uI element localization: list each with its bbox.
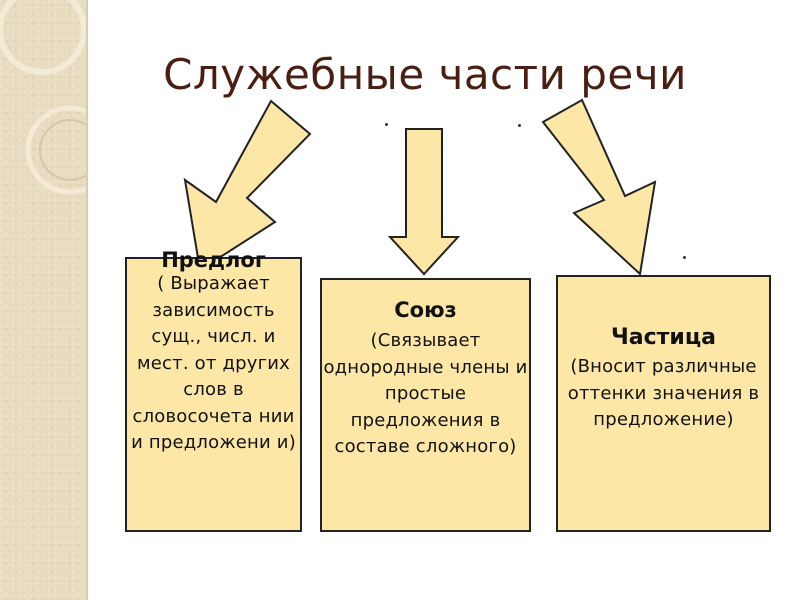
decorative-sidebar (0, 0, 88, 600)
box-description: ( Выражает зависимость сущ., числ. и мес… (131, 273, 296, 453)
box-heading: Частица (611, 325, 716, 350)
box-heading: Предлог (161, 248, 266, 272)
box-heading: Союз (394, 298, 457, 322)
box-description: (Вносит различные оттенки значения в пре… (567, 356, 760, 430)
box-particle: Частица (Вносит различные оттенки значен… (556, 275, 771, 532)
box-conjunction: Союз (Связывает однородные члены и прост… (320, 278, 531, 532)
arrow-right (541, 98, 657, 276)
box-description: (Связывает однородные члены и простые пр… (323, 330, 528, 457)
sidebar-divider (86, 0, 88, 600)
box-preposition: Предлог ( Выражает зависимость сущ., чис… (125, 249, 302, 532)
stray-dot (518, 124, 521, 127)
stray-dot (385, 123, 388, 126)
arrow-middle (387, 128, 461, 276)
slide-title: Служебные части речи (163, 50, 687, 99)
stray-dot (683, 256, 686, 259)
arrow-left (183, 99, 312, 272)
sidebar-ornament (0, 0, 88, 195)
